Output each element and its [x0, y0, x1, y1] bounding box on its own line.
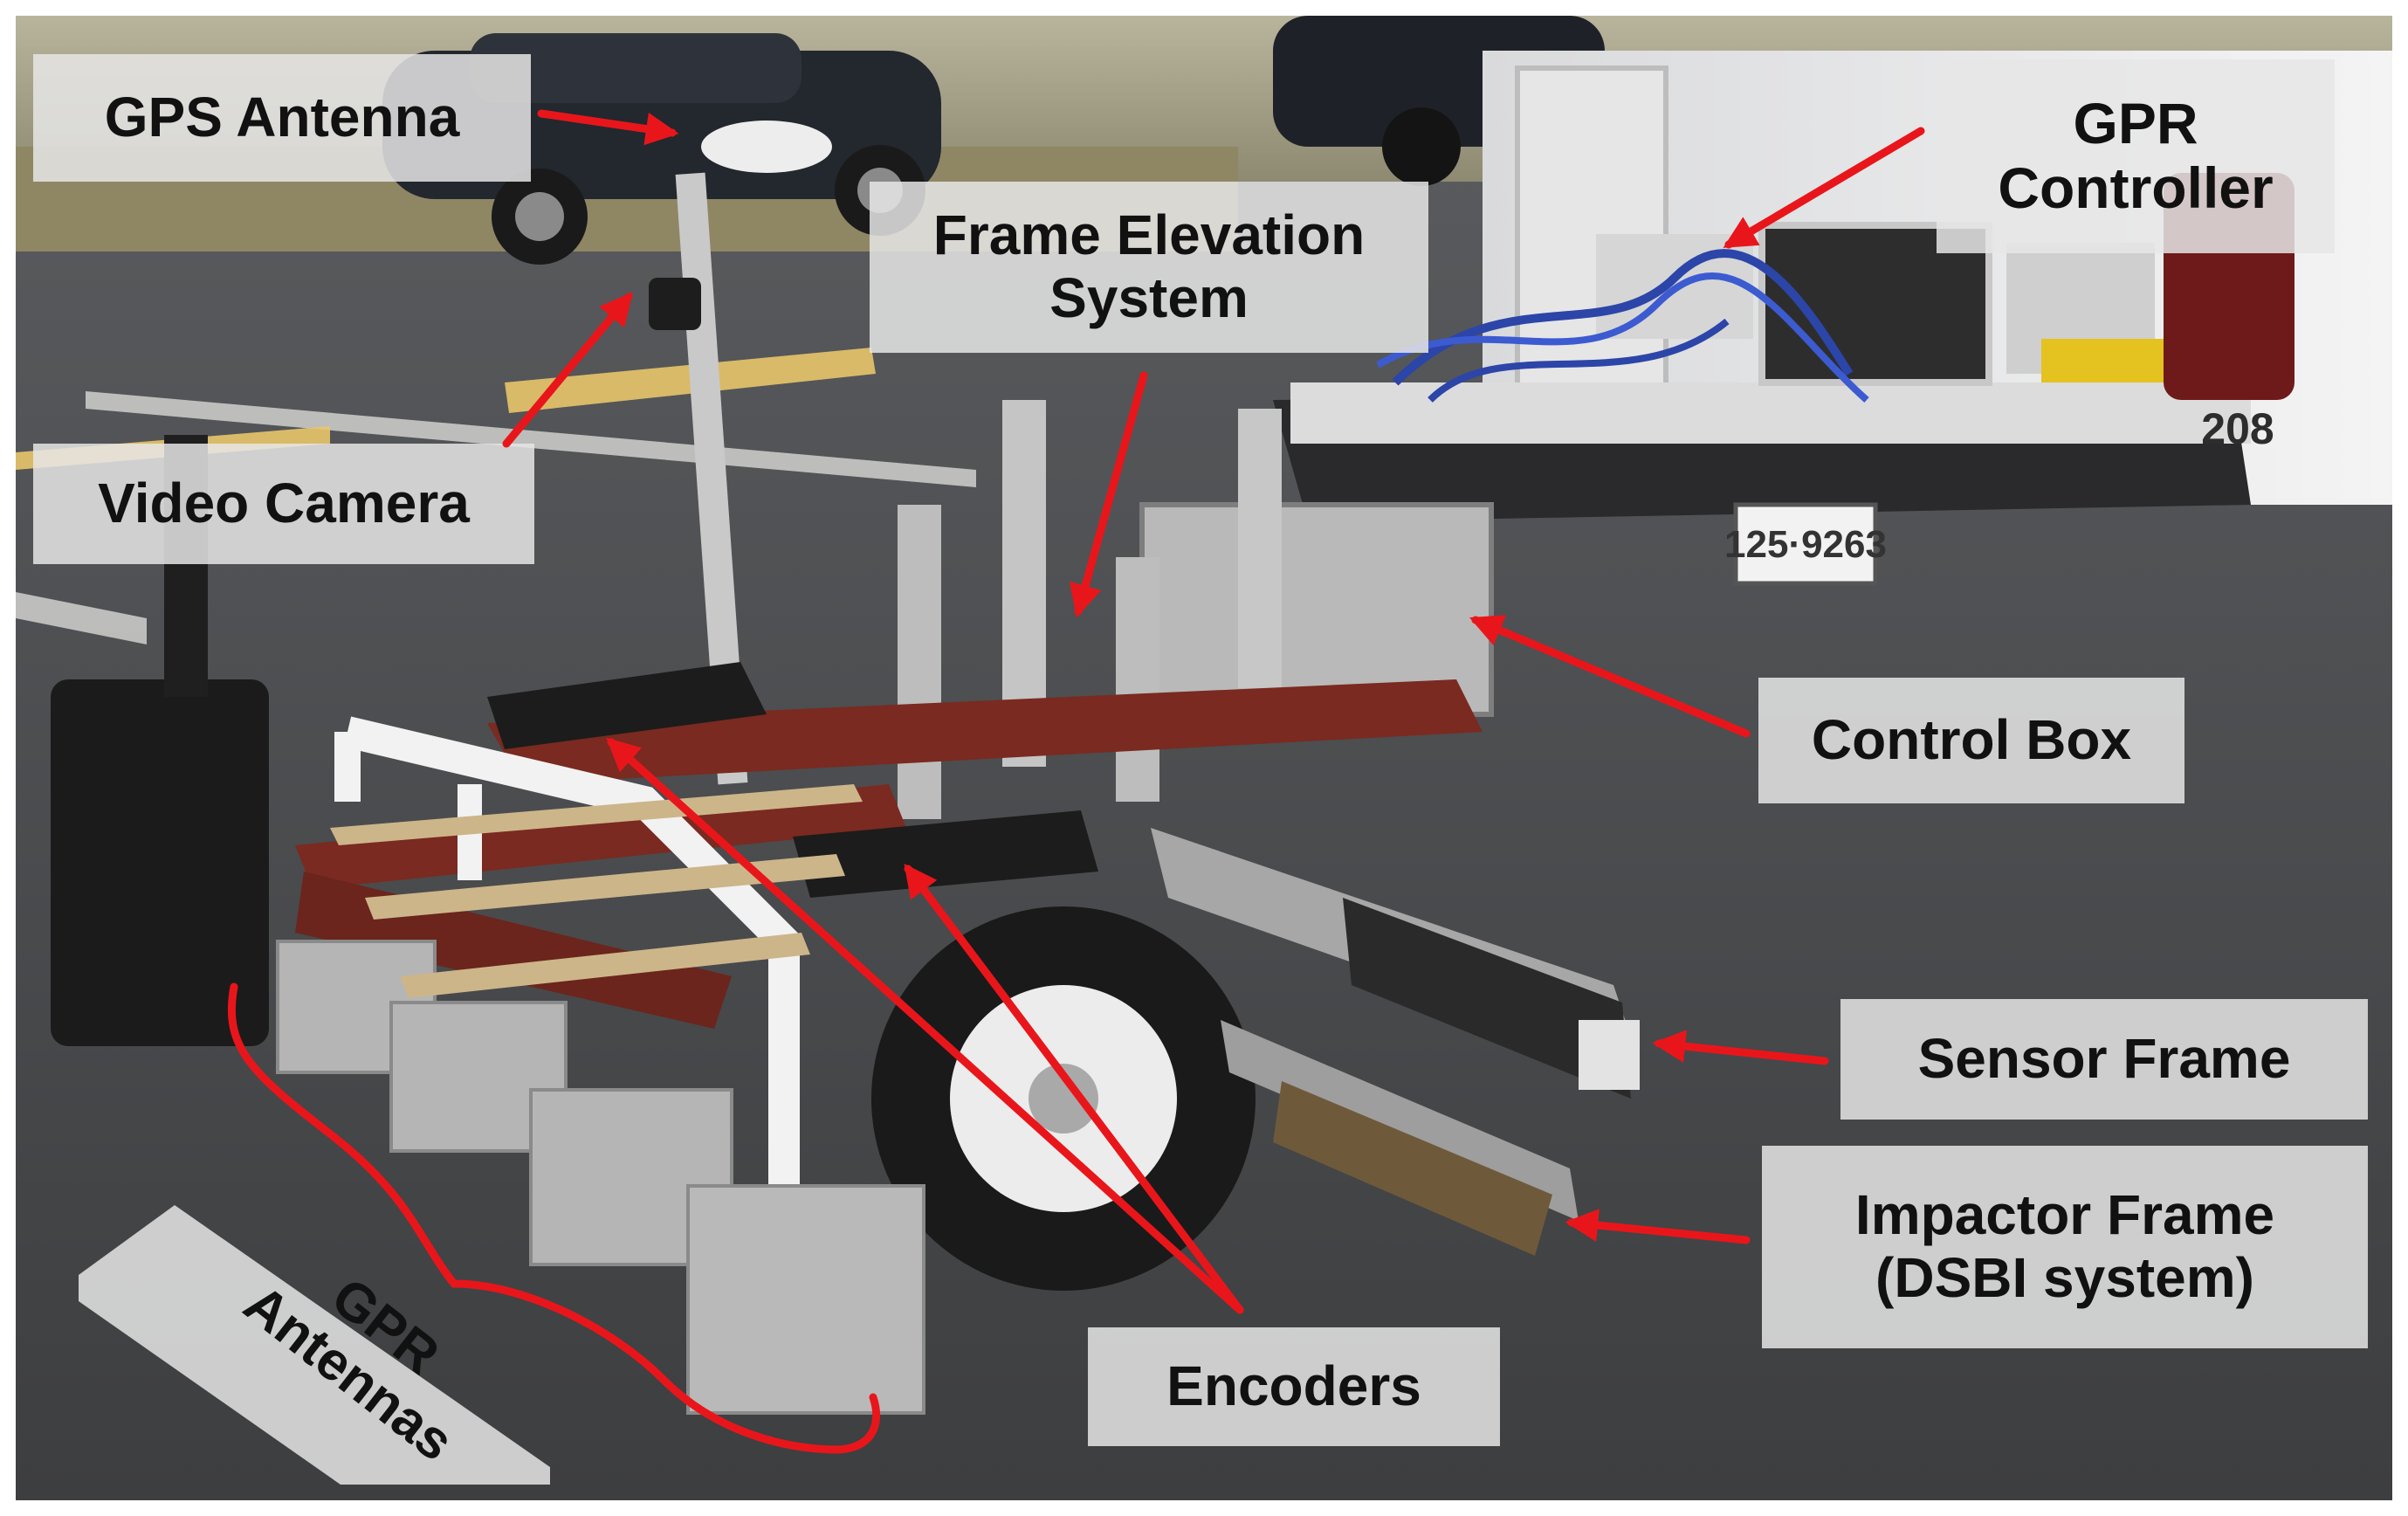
truck-number: 208	[2201, 404, 2274, 453]
license-plate: 125·9263	[1724, 523, 1887, 566]
gpr-controller-label: GPR Controller	[1937, 59, 2335, 253]
gps-antenna-label: GPS Antenna	[33, 54, 531, 182]
sensor-frame-text: Sensor Frame	[1917, 1027, 2291, 1091]
equipment-case	[51, 435, 269, 1046]
sensor-frame-label: Sensor Frame	[1840, 999, 2368, 1120]
frame-elevation-system-label: Frame Elevation System	[870, 182, 1428, 353]
encoders-label: Encoders	[1088, 1327, 1500, 1446]
control-box-text: Control Box	[1811, 708, 2132, 772]
gpr-controller-line1: GPR	[2073, 91, 2198, 156]
control-box-label: Control Box	[1758, 678, 2184, 803]
impactor-frame-line2: (DSBI system)	[1875, 1246, 2254, 1309]
video-camera-label: Video Camera	[33, 444, 534, 564]
frame-elevation-line2: System	[1049, 266, 1249, 329]
video-camera-text: Video Camera	[98, 472, 470, 535]
encoders-text: Encoders	[1166, 1354, 1421, 1418]
impactor-frame-line1: Impactor Frame	[1854, 1183, 2275, 1247]
frame-elevation-line1: Frame Elevation	[932, 203, 1366, 267]
gpr-controller-line2: Controller	[1998, 155, 2274, 220]
gps-antenna-text: GPS Antenna	[104, 86, 460, 149]
impactor-frame-label: Impactor Frame (DSBI system)	[1762, 1146, 2368, 1348]
gpr-antennas-label: GPR Antennas	[79, 1205, 550, 1485]
